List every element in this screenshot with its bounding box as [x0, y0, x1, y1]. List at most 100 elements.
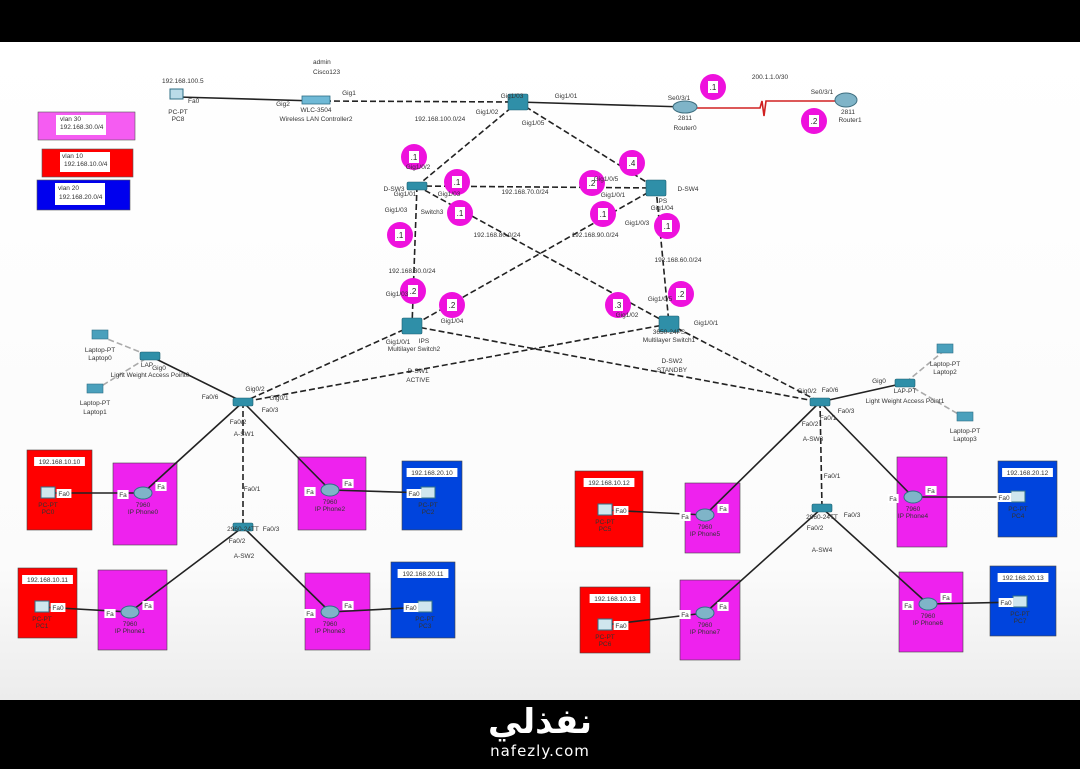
router0-icon[interactable]	[672, 100, 698, 114]
asw2-model-label: 2960-24TT	[227, 526, 259, 533]
laptops-1-model-label: Laptop-PT	[80, 400, 110, 407]
asw4-icon[interactable]	[811, 503, 833, 513]
pc-icon[interactable]	[34, 600, 50, 613]
hosts-3-port-label: Fa0	[405, 605, 417, 612]
dsw4-multilayer-switch-icon[interactable]	[645, 179, 667, 197]
lap1-port-label: Gig0	[872, 378, 886, 385]
laptop-icon[interactable]	[936, 343, 954, 354]
ip-badge-label: .1	[664, 222, 671, 231]
lap0-port-label: Gig0	[152, 365, 166, 372]
phones-3-pb-label: Fa	[344, 603, 352, 610]
pc-icon[interactable]	[420, 486, 436, 499]
ip-badge-bg	[708, 81, 718, 93]
watermark-latin: nafezly.com	[490, 742, 590, 760]
legend-2-subnet-label: 192.168.20.0/4	[59, 194, 103, 201]
mls1-model-label: 3650-24PS	[653, 329, 686, 336]
dsw4-p1-label: Gig1/0/5	[594, 176, 619, 183]
mls2-multilayer-switch-icon[interactable]	[401, 317, 423, 335]
pc-icon[interactable]	[1010, 490, 1026, 503]
legend-1-vlan-label: vlan 10	[62, 153, 83, 160]
ip-phone-icon[interactable]	[918, 597, 938, 611]
label-bg	[997, 573, 1049, 582]
mls1-state-label: STANDBY	[657, 367, 688, 374]
ip-badge-label: .2	[589, 179, 596, 188]
phones-5-pb-label: Fa	[927, 488, 935, 495]
phones-2-model-label: 7960	[123, 621, 138, 628]
ip-phone-icon[interactable]	[695, 606, 715, 620]
hosts-3-model-label: PC-PT	[415, 616, 435, 623]
dsw3-switch-icon[interactable]	[406, 181, 428, 191]
ip-badge-label: .2	[678, 290, 685, 299]
asw1-p5-label: Fa0/2	[230, 419, 247, 426]
link-core-router0	[517, 101, 686, 108]
mls1-name-label: Multilayer Switch1	[643, 337, 696, 344]
link-wlc-core	[315, 100, 519, 103]
lap1-icon[interactable]	[894, 378, 916, 388]
asw1-p1-label: Fa0/6	[202, 394, 219, 401]
phones-6-pb-label: Fa	[719, 604, 727, 611]
ip-badge-bg	[627, 157, 637, 169]
ip-phone-icon[interactable]	[120, 605, 140, 619]
label-bg	[304, 487, 316, 496]
wlc-icon[interactable]	[301, 95, 331, 105]
ip-badge-label: .1	[454, 178, 461, 187]
dsw4-p4-label: Gig1/0/3	[625, 220, 650, 227]
asw4-p1-label: Fa0/3	[844, 512, 861, 519]
ip-badge-bg	[447, 299, 457, 311]
laptop-icon[interactable]	[91, 329, 109, 340]
pc-icon[interactable]	[597, 618, 613, 631]
laptops-2-model-label: Laptop-PT	[930, 361, 960, 368]
ip-badge-bg	[409, 151, 419, 163]
link-mls2-asw1	[242, 325, 413, 403]
hosts-7-name-label: PC7	[1014, 618, 1027, 625]
label-bg	[142, 601, 154, 610]
subnets-s90-label: 192.168.90.0/24	[572, 232, 619, 239]
ip-phone-icon[interactable]	[695, 508, 715, 522]
mls1-p3-label: Gig1/0/1	[694, 320, 719, 327]
ip-badge-label: .1	[397, 231, 404, 240]
ip-phone-icon[interactable]	[320, 605, 340, 619]
router1-icon[interactable]	[834, 92, 858, 108]
pc-icon[interactable]	[40, 486, 56, 499]
ip-badge-label: .3	[615, 301, 622, 310]
dsw3-name-label: D-SW3	[384, 186, 405, 193]
link-switch-phone	[819, 401, 914, 498]
ip-phone-icon[interactable]	[133, 486, 153, 500]
router1-model-label: 2811	[841, 109, 855, 116]
asw4-model-label: 2960-24TT	[806, 514, 838, 521]
hosts-1-ip-label: 192.168.20.10	[411, 470, 453, 477]
pc-icon[interactable]	[597, 503, 613, 516]
pc-icon[interactable]	[1012, 595, 1028, 608]
hosts-4-ip-label: 192.168.10.12	[588, 480, 630, 487]
dsw4-p3-label: Gig1/04	[651, 205, 674, 212]
router0-port-label: Se0/3/1	[668, 95, 691, 102]
laptops-2-name-label: Laptop2	[933, 369, 957, 376]
asw3-icon[interactable]	[809, 397, 831, 407]
label-bg	[887, 494, 899, 503]
link-pc8-wlc	[177, 96, 317, 102]
link-switch-phone	[242, 401, 331, 491]
asw2-icon[interactable]	[232, 522, 254, 532]
ip-badge-bg	[452, 176, 462, 188]
laptop-icon[interactable]	[956, 411, 974, 422]
asw3-p3-label: Fa0/3	[838, 408, 855, 415]
phones-6-model-label: 7960	[698, 622, 713, 629]
link-core-dsw3	[416, 101, 519, 187]
lap0-icon[interactable]	[139, 351, 161, 361]
link-serial-router0-router1	[692, 100, 838, 117]
asw1-icon[interactable]	[232, 397, 254, 407]
ip-badge-bg	[587, 177, 597, 189]
wireless-link	[904, 382, 966, 419]
voice-vlan-area	[896, 456, 948, 548]
pc8-icon[interactable]	[169, 88, 184, 100]
label-bg	[613, 621, 629, 630]
ip-phone-icon[interactable]	[320, 483, 340, 497]
laptop-icon[interactable]	[86, 383, 104, 394]
mls2-p2-label: Gig1/04	[441, 318, 464, 325]
pc-icon[interactable]	[417, 600, 433, 613]
ip-phone-icon[interactable]	[903, 490, 923, 504]
core-switch-icon[interactable]	[507, 93, 529, 111]
mls1-multilayer-switch-icon[interactable]	[658, 315, 680, 333]
hosts-7-port-label: Fa0	[1000, 600, 1012, 607]
